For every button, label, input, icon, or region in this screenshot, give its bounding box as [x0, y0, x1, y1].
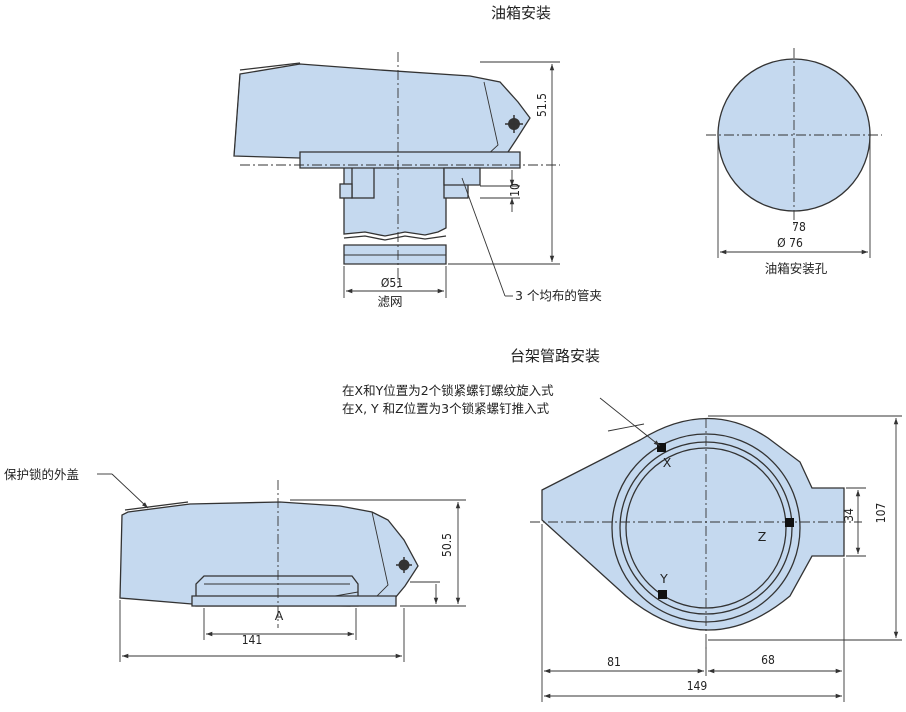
screw-z [785, 518, 794, 527]
screw-y [658, 590, 667, 599]
point-a-label: A [275, 608, 284, 623]
tank-hole-label: 油箱安装孔 [765, 261, 828, 276]
dim-107: 107 [874, 503, 888, 524]
dim-34: 34 [842, 508, 856, 522]
dim-filter-dia: Ø51 [381, 276, 403, 290]
dim-tank-height: 51.5 [535, 93, 549, 117]
clamps-label: 3 个均布的管夹 [515, 288, 602, 303]
screw-note-2: 在X, Y 和Z位置为3个锁紧螺钉推入式 [342, 401, 550, 416]
dim-149: 149 [687, 679, 708, 693]
fuel-tank-title: 油箱安装 [491, 4, 551, 22]
screw-note-1: 在X和Y位置为2个锁紧螺钉螺纹旋入式 [342, 383, 554, 398]
point-z-label: Z [758, 529, 767, 544]
tank-hole-view: 78 Ø 76 油箱安装孔 [706, 48, 882, 276]
rack-title: 台架管路安装 [510, 347, 600, 365]
dim-hole-76: Ø 76 [777, 236, 803, 250]
rack-top-view: X Y Z 在X和Y位置为2个锁紧螺钉螺纹旋入式 在X, Y 和Z位置为3个锁紧… [342, 383, 902, 702]
dim-81: 81 [607, 655, 621, 669]
dim-flange: 10 [508, 183, 522, 197]
dim-rack-len: 141 [242, 633, 263, 647]
screw-x [657, 443, 666, 452]
rack-side-view: 50.5 A 141 保护锁的外盖 [4, 467, 466, 662]
protect-cover-label: 保护锁的外盖 [4, 467, 79, 482]
dim-hole-78: 78 [792, 220, 806, 234]
dim-rack-height: 50.5 [440, 533, 454, 557]
tank-side-view: 51.5 10 Ø51 滤网 3 个均布的管夹 [233, 52, 602, 309]
filter-label: 滤网 [377, 294, 402, 309]
dim-68: 68 [761, 653, 775, 667]
point-y-label: Y [659, 571, 668, 586]
point-x-label: X [663, 455, 672, 470]
